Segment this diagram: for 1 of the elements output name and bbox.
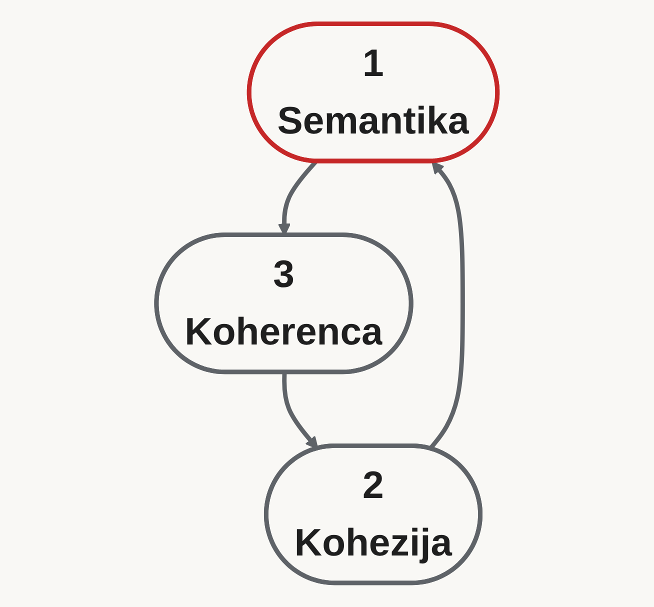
arrow [282, 372, 318, 450]
